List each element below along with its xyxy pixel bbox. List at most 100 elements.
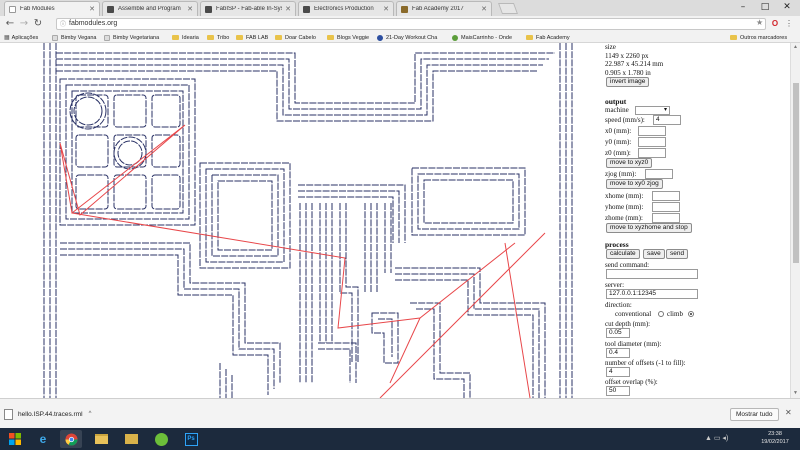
download-file-name: hello.ISP.44.traces.rml	[18, 410, 83, 418]
close-tab-icon[interactable]: ✕	[187, 6, 193, 13]
climb-radio[interactable]	[688, 311, 694, 317]
size-header: size	[605, 43, 616, 51]
send-command-input[interactable]	[606, 269, 698, 279]
offsets-input[interactable]: 4	[606, 367, 630, 377]
green-app-icon[interactable]	[150, 430, 172, 448]
clock-date: 19/02/2017	[761, 439, 789, 445]
close-tab-icon[interactable]: ✕	[285, 6, 291, 13]
tab-assemble-program[interactable]: Assemble and Program ✕	[102, 1, 198, 16]
tab-electronics-production[interactable]: Electronics Production ✕	[298, 1, 394, 16]
size-px: 1149 x 2260 px	[605, 52, 649, 60]
pad	[151, 174, 181, 210]
close-tab-icon[interactable]: ✕	[89, 6, 95, 13]
opera-extension-icon[interactable]: O	[771, 19, 779, 28]
move-to-xy0-zjog-button[interactable]: move to xy0 zjog	[606, 179, 663, 189]
new-tab-button[interactable]	[497, 3, 519, 14]
tab-fab-modules[interactable]: Fab Modules ✕	[4, 1, 100, 16]
move-to-xyz0-button[interactable]: move to xyz0	[606, 158, 653, 168]
folder-icon[interactable]	[120, 430, 142, 448]
page-icon	[303, 5, 310, 13]
trace-pad-block	[59, 78, 196, 226]
send-command-label: send command:	[605, 261, 650, 269]
minimize-button[interactable]: –	[740, 2, 746, 12]
bookmark-fab-academy[interactable]: Fab Academy	[526, 33, 570, 42]
save-button[interactable]: save	[643, 249, 665, 259]
info-icon[interactable]: ⓘ	[60, 22, 67, 28]
xhome-input[interactable]	[652, 191, 680, 201]
calculate-button[interactable]: calculate	[606, 249, 640, 259]
maximize-button[interactable]: □	[760, 2, 770, 12]
x0-input[interactable]	[638, 126, 666, 136]
bookmark-tribo[interactable]: Tribo	[207, 33, 229, 42]
scroll-down-arrow[interactable]: ▼	[793, 390, 798, 396]
pad	[75, 174, 109, 210]
page-icon	[9, 5, 16, 13]
page-scrollbar[interactable]: ▲ ▼	[790, 43, 800, 398]
machine-select[interactable]: ▾	[635, 106, 670, 115]
trace-lower	[416, 308, 465, 398]
y0-input[interactable]	[638, 137, 666, 147]
cut-depth-label: cut depth (mm):	[605, 320, 651, 328]
chevron-up-icon[interactable]: ^	[88, 411, 92, 417]
send-button[interactable]: send	[666, 249, 689, 259]
bookmark-idearia[interactable]: Idearia	[172, 33, 199, 42]
apps-icon: ▦	[4, 35, 10, 41]
file-explorer-icon[interactable]	[90, 430, 112, 448]
invert-image-button[interactable]: invert image	[606, 77, 650, 87]
scroll-up-arrow[interactable]: ▲	[793, 44, 798, 50]
size-in: 0.905 x 1.780 in	[605, 69, 651, 77]
cut-depth-input[interactable]: 0.05	[606, 328, 630, 338]
bookmark-other[interactable]: Outros marcadores	[730, 33, 787, 42]
close-download-bar-icon[interactable]: ✕	[785, 408, 792, 417]
bookmark-21-day-workout[interactable]: 21-Day Workout Cha	[377, 33, 437, 42]
bookmark-maiscarrinho[interactable]: MaisCarrinho - Onde	[452, 33, 512, 42]
show-all-downloads-button[interactable]: Mostrar tudo	[730, 408, 779, 421]
jog-move	[59, 124, 186, 216]
menu-icon[interactable]: ⋮	[785, 19, 793, 28]
start-button[interactable]	[4, 430, 26, 448]
close-tab-icon[interactable]: ✕	[481, 6, 487, 13]
back-button[interactable]: ←	[5, 18, 15, 29]
close-window-button[interactable]: ✕	[783, 2, 791, 12]
trace-pad-block	[71, 90, 184, 214]
bookmark-bimby-vegana[interactable]: Bimby Vegana	[52, 33, 96, 42]
pad-round	[113, 136, 147, 170]
server-input[interactable]: 127.0.0.1:12345	[606, 289, 698, 299]
tab-fab-academy[interactable]: Fab Academy 2017 ✕	[396, 1, 492, 16]
ie-icon[interactable]: e	[39, 432, 47, 446]
tab-fabisp[interactable]: FabISP - Fab-able In-Sys ✕	[200, 1, 296, 16]
trace-chip	[384, 203, 392, 273]
zjog-input[interactable]	[645, 169, 673, 179]
trace-window	[217, 180, 273, 251]
scrollbar-thumb[interactable]	[793, 83, 799, 263]
trace-top	[56, 70, 537, 122]
bookmark-apps[interactable]: ▦ Aplicações	[4, 34, 39, 42]
page-icon	[107, 5, 114, 13]
tool-diameter-input[interactable]: 0.4	[606, 348, 630, 358]
photoshop-icon[interactable]: Ps	[180, 430, 202, 448]
address-bar[interactable]: ⓘ fabmodules.org	[56, 18, 766, 30]
system-tray[interactable]: ▲ ▭ ◂)	[705, 435, 729, 442]
speed-input[interactable]: 4	[653, 115, 681, 125]
taskbar-clock[interactable]: 23:38 19/02/2017	[755, 430, 795, 446]
close-tab-icon[interactable]: ✕	[383, 6, 389, 13]
chrome-icon[interactable]	[60, 430, 82, 448]
yhome-input[interactable]	[652, 202, 680, 212]
reload-button[interactable]: ↻	[33, 18, 43, 29]
bookmark-star-icon[interactable]: ★	[756, 18, 764, 27]
bookmark-bimby-vegetariana[interactable]: Bimby Vegetariana	[104, 33, 159, 42]
toolpath-preview[interactable]	[0, 43, 598, 398]
bookmark-doar-cabelo[interactable]: Doar Cabelo	[275, 33, 316, 42]
overlap-input[interactable]: 50	[606, 386, 630, 396]
move-to-xyzhome-stop-button[interactable]: move to xyzhome and stop	[606, 223, 692, 233]
forward-button[interactable]: →	[19, 18, 29, 29]
conventional-radio[interactable]	[658, 311, 664, 317]
trace-window	[417, 173, 520, 230]
trace-lower	[318, 342, 357, 383]
bookmark-blogs-veggie[interactable]: Blogs Veggie	[327, 33, 369, 42]
zhome-input[interactable]	[652, 213, 680, 223]
download-item[interactable]: hello.ISP.44.traces.rml ^	[4, 405, 91, 423]
trace-chip	[364, 203, 378, 293]
z0-input[interactable]	[638, 148, 666, 158]
bookmark-fab-lab[interactable]: FAB LAB	[236, 33, 268, 42]
